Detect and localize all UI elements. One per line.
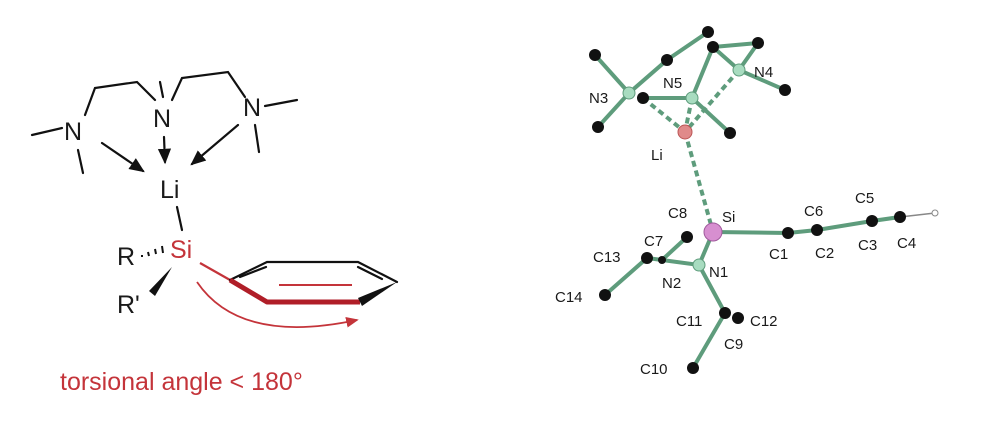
label-c1: C1 [769, 246, 788, 263]
carbon-atom-c8 [681, 231, 693, 243]
silicon-atom [703, 222, 723, 242]
carbon-atom [589, 49, 601, 61]
si-ipso-bond [199, 262, 231, 281]
hashed-bond [141, 245, 164, 257]
carbon-atom [707, 41, 719, 53]
label-n5: N5 [663, 75, 682, 92]
carbon-atom [661, 54, 673, 66]
nitrogen-atom-n4 [732, 63, 746, 77]
substituent-r: R [117, 243, 135, 271]
atom-n-middle: N [153, 105, 171, 133]
carbon-atom [724, 127, 736, 139]
carbon-atom-c1 [782, 227, 794, 239]
label-li: Li [651, 147, 663, 164]
pmdeta-ligand [30, 70, 299, 296]
carbon-atom-c11 [719, 307, 731, 319]
methyl-bond [158, 80, 165, 99]
label-si: Si [722, 209, 735, 226]
carbon-atom-c3 [866, 215, 878, 227]
ethylene-bridge [170, 70, 247, 102]
amide-bonds [603, 230, 728, 370]
crystal-atoms [589, 26, 939, 374]
label-c14: C14 [555, 289, 583, 306]
atom-n-left: N [64, 118, 82, 146]
wedge-bond [149, 267, 172, 296]
methyl-bond [253, 123, 261, 154]
label-c2: C2 [815, 245, 834, 262]
coordination-arrow [100, 141, 145, 173]
substituent-r-prime: R' [117, 291, 140, 319]
label-n4: N4 [754, 64, 773, 81]
coordination-arrow [157, 135, 172, 165]
crystal-labels: N3 N5 N4 Li Si C8 C7 C13 C14 N2 N1 C1 C6… [555, 64, 916, 378]
label-c5: C5 [855, 190, 874, 207]
label-c11: C11 [676, 313, 702, 330]
carbon-atom [637, 92, 649, 104]
li-si-contact [683, 131, 715, 233]
ring-front-edges [228, 277, 360, 305]
carbon-atom [592, 121, 604, 133]
carbon-atom-c2 [811, 224, 823, 236]
label-n2: N2 [662, 275, 681, 292]
nitrogen-atom-n1 [692, 258, 706, 272]
label-n3: N3 [589, 90, 608, 107]
label-c10: C10 [640, 361, 668, 378]
atom-n-right: N [243, 94, 261, 122]
ring-back-edges [228, 260, 399, 284]
li-si-bond [175, 205, 184, 232]
hydrogen-atom [931, 209, 939, 217]
carbon-atom-c14 [599, 289, 611, 301]
ring-wedge-edge [358, 282, 397, 306]
nitrogen-atom-n3 [622, 86, 636, 100]
phenyl-ring [199, 260, 399, 306]
label-n1: N1 [709, 264, 728, 281]
coordination-arrow [190, 123, 240, 166]
carbon-atom [779, 84, 791, 96]
ethylene-bridge [83, 80, 157, 117]
carbon-atom-c13 [641, 252, 653, 264]
atom-si: Si [170, 236, 192, 264]
nitrogen-atom-n5 [685, 91, 699, 105]
label-c4: C4 [897, 235, 916, 252]
label-c3: C3 [858, 237, 877, 254]
carbon-atom [752, 37, 764, 49]
methyl-bond [30, 126, 64, 137]
atom-li: Li [160, 176, 179, 204]
label-c6: C6 [804, 203, 823, 220]
carbon-atom-c4 [894, 211, 906, 223]
label-c9: C9 [724, 336, 743, 353]
carbon-atom-c12 [732, 312, 744, 324]
methyl-bond [263, 98, 299, 108]
torsional-angle-caption: torsional angle < 180° [60, 368, 303, 396]
label-c13: C13 [593, 249, 621, 266]
methyl-bond [76, 148, 85, 175]
carbon-atom-c10 [687, 362, 699, 374]
carbon-atom-c7 [658, 256, 666, 264]
ring-double-bond [238, 265, 268, 279]
label-c7: C7 [644, 233, 663, 250]
ring-double-bond [356, 265, 384, 281]
torsion-arrow [196, 281, 359, 329]
label-c12: C12 [750, 313, 778, 330]
label-c8: C8 [668, 205, 687, 222]
lithium-atom [677, 124, 693, 140]
carbon-atom [702, 26, 714, 38]
